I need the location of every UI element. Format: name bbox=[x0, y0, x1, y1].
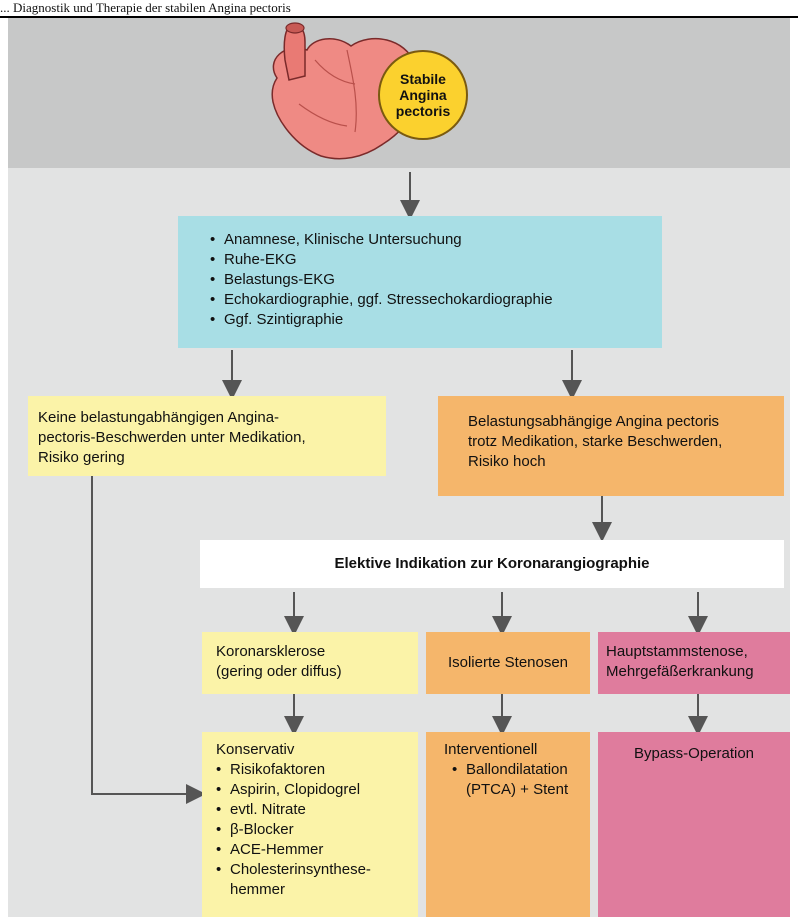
diagnostics-box: Anamnese, Klinische Untersuchung Ruhe-EK… bbox=[178, 216, 662, 348]
diagnostic-item: Echokardiographie, ggf. Stressechokardio… bbox=[210, 290, 662, 310]
interventional-box: Interventionell Ballondilatation (PTCA) … bbox=[426, 732, 590, 917]
conservative-item: Risikofaktoren bbox=[216, 760, 418, 780]
diagnostic-item: Belastungs-EKG bbox=[210, 270, 662, 290]
conservative-item: β-Blocker bbox=[216, 820, 418, 840]
badge-line: Stabile bbox=[400, 71, 446, 87]
sclerosis-line: (gering oder diffus) bbox=[216, 663, 342, 680]
sclerosis-box: Koronarsklerose (gering oder diffus) bbox=[202, 632, 418, 694]
main-stenosis-line: Hauptstammstenose, bbox=[606, 643, 748, 660]
top-rule bbox=[0, 16, 798, 18]
high-risk-box: Belastungsabhängige Angina pectoris trot… bbox=[438, 396, 784, 496]
page-heading: ... Diagnostik und Therapie der stabilen… bbox=[0, 0, 291, 15]
conservative-title: Konservativ bbox=[216, 741, 295, 758]
sclerosis-line: Koronarsklerose bbox=[216, 643, 326, 660]
low-risk-line: Keine belastungabhängigen Angina- bbox=[38, 409, 280, 426]
high-risk-line: trotz Medikation, starke Beschwerden, bbox=[468, 433, 723, 450]
interventional-title: Interventionell bbox=[444, 741, 538, 758]
conservative-box: Konservativ Risikofaktoren Aspirin, Clop… bbox=[202, 732, 418, 917]
high-risk-line: Belastungsabhängige Angina pectoris bbox=[468, 413, 720, 430]
badge-line: pectoris bbox=[395, 103, 451, 119]
badge-line: Angina bbox=[399, 87, 447, 103]
interventional-item: Ballondilatation (PTCA) + Stent bbox=[452, 760, 590, 800]
conservative-item: ACE-Hemmer bbox=[216, 840, 418, 860]
high-risk-line: Risiko hoch bbox=[468, 453, 546, 470]
diagnostic-item: Anamnese, Klinische Untersuchung bbox=[210, 230, 662, 250]
conservative-item: Cholesterinsynthese- hemmer bbox=[216, 860, 418, 900]
conservative-item: evtl. Nitrate bbox=[216, 800, 418, 820]
main-stenosis-line: Mehrgefäßerkrankung bbox=[606, 663, 754, 680]
low-risk-box: Keine belastungabhängigen Angina- pector… bbox=[28, 396, 386, 476]
low-risk-line: pectoris-Beschwerden unter Medikation, bbox=[38, 429, 306, 446]
low-risk-line: Risiko gering bbox=[38, 449, 125, 466]
main-stenosis-box: Hauptstammstenose, Mehrgefäßerkrankung bbox=[598, 632, 790, 694]
diagnostic-item: Ggf. Szintigraphie bbox=[210, 310, 662, 330]
arrow-low-risk-to-conservative bbox=[91, 476, 206, 804]
conservative-item: Aspirin, Clopidogrel bbox=[216, 780, 418, 800]
bypass-box: Bypass-Operation bbox=[598, 732, 790, 917]
isolated-stenosis-box: Isolierte Stenosen bbox=[426, 632, 590, 694]
diagnostic-item: Ruhe-EKG bbox=[210, 250, 662, 270]
diagnosis-badge: Stabile Angina pectoris bbox=[378, 50, 468, 140]
indication-box: Elektive Indikation zur Koronarangiograp… bbox=[200, 540, 784, 588]
